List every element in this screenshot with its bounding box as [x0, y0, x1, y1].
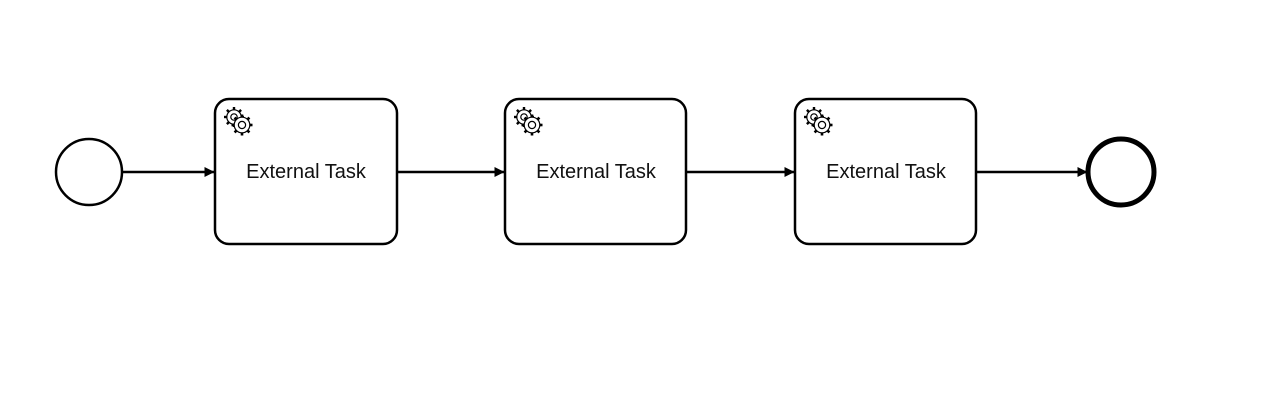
external-task-2[interactable]: External Task: [503, 97, 688, 246]
task-box: [793, 97, 978, 246]
external-task-1[interactable]: External Task: [213, 97, 399, 246]
end-event[interactable]: [1085, 136, 1157, 208]
task-label: External Task: [536, 161, 657, 183]
task-box: [503, 97, 688, 246]
start-event[interactable]: [54, 137, 124, 207]
task-label: External Task: [826, 161, 947, 183]
task-label: External Task: [246, 161, 367, 183]
external-task-3[interactable]: External Task: [793, 97, 978, 246]
task-box: [213, 97, 399, 246]
